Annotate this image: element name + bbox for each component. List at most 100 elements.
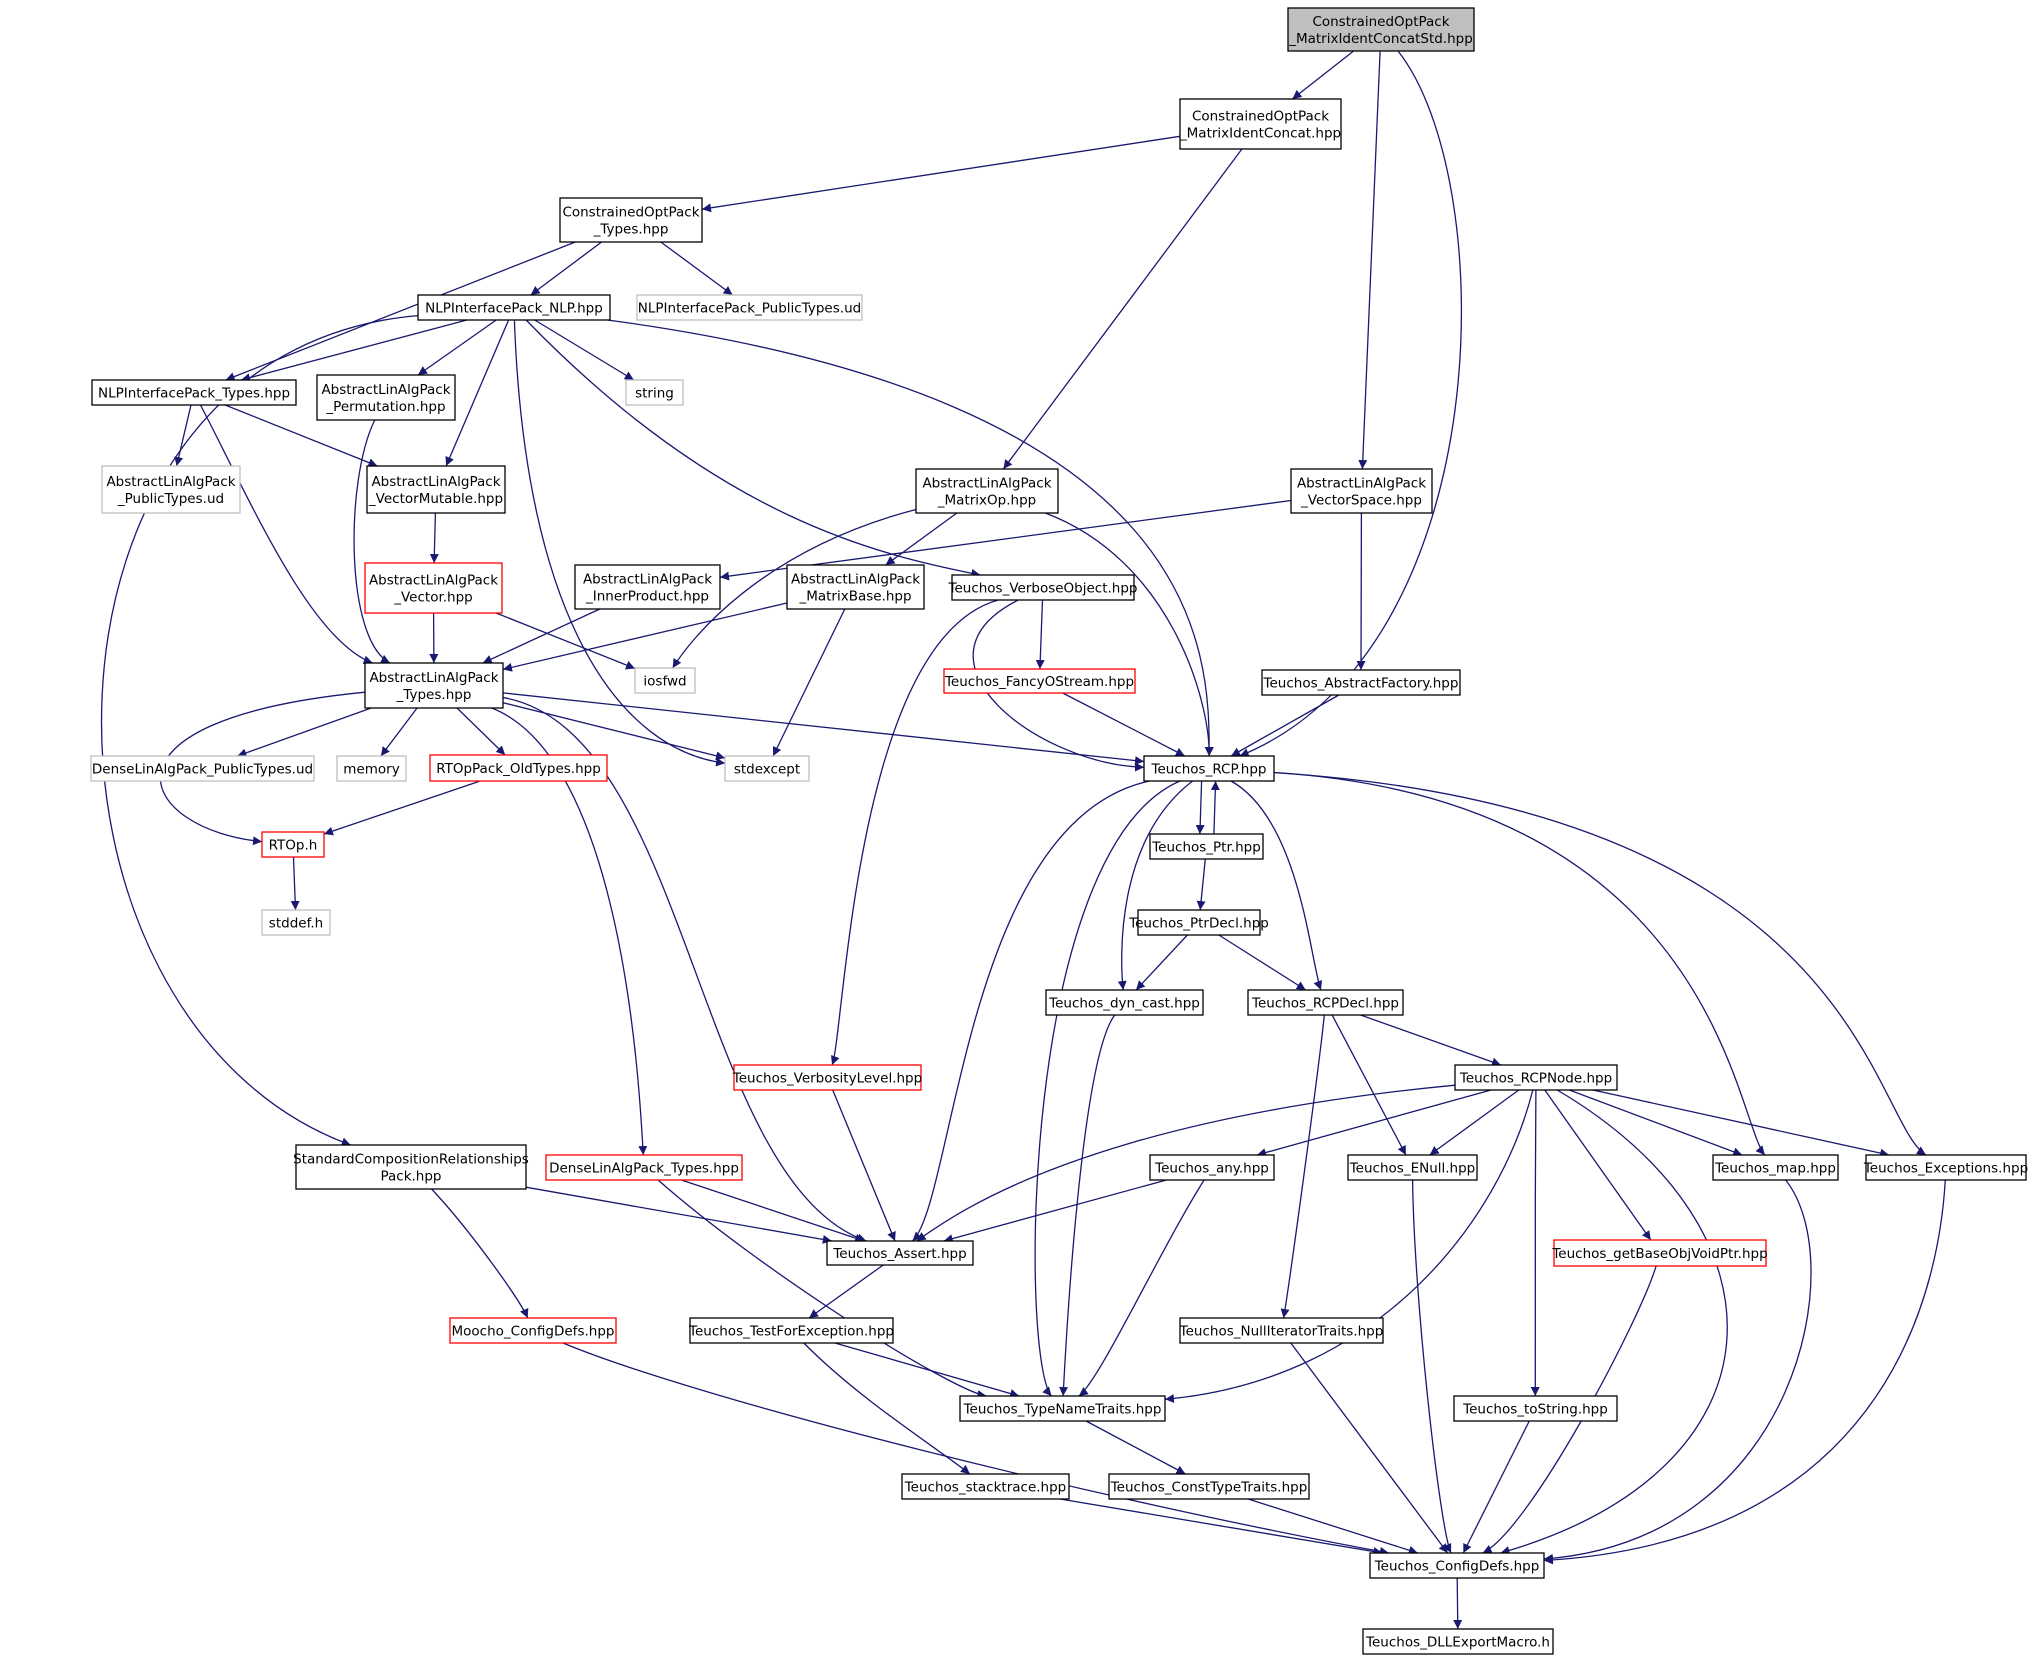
node-label: StandardCompositionRelationships xyxy=(293,1152,529,1168)
node-stdexcept[interactable]: stdexcept xyxy=(724,755,810,782)
edge-rtopold-to-rtoph xyxy=(323,780,481,836)
node-alapub[interactable]: AbstractLinAlgPack_PublicTypes.ud xyxy=(101,465,241,514)
node-verbose[interactable]: Teuchos_VerboseObject.hpp xyxy=(948,574,1138,601)
node-root[interactable]: ConstrainedOptPack_MatrixIdentConcatStd.… xyxy=(1287,7,1475,52)
node-box-stacktrace xyxy=(901,1473,1070,1500)
node-configdefs[interactable]: Teuchos_ConfigDefs.hpp xyxy=(1369,1552,1545,1579)
node-dlpub[interactable]: DenseLinAlgPack_PublicTypes.ud xyxy=(90,755,315,782)
node-box-matop xyxy=(915,468,1059,514)
node-inner[interactable]: AbstractLinAlgPack_InnerProduct.hpp xyxy=(574,564,721,610)
node-alatypes[interactable]: AbstractLinAlgPack_Types.hpp xyxy=(364,662,504,709)
edge-rcpdecl-to-rcpnode xyxy=(1360,1014,1502,1067)
node-matop[interactable]: AbstractLinAlgPack_MatrixOp.hpp xyxy=(915,468,1059,514)
edge-rcpnode-to-enull xyxy=(1429,1089,1520,1156)
node-label: iosfwd xyxy=(643,674,686,690)
edge-layer xyxy=(100,50,1946,1630)
node-nlp[interactable]: NLPInterfacePack_NLP.hpp xyxy=(417,294,611,321)
edge-matop-to-matbase xyxy=(885,512,958,566)
node-box-tostring xyxy=(1453,1395,1618,1422)
node-nlptypes[interactable]: NLPInterfacePack_Types.hpp xyxy=(91,379,297,406)
node-nulliter[interactable]: Teuchos_NullIteratorTraits.hpp xyxy=(1179,1317,1384,1344)
node-box-matbase xyxy=(786,564,925,610)
node-vec[interactable]: AbstractLinAlgPack_Vector.hpp xyxy=(364,562,503,614)
node-box-mic xyxy=(1179,98,1342,150)
edge-dyncast-to-typename xyxy=(1059,1014,1116,1397)
node-label: NLPInterfacePack_PublicTypes.ud xyxy=(638,301,861,317)
node-stddef[interactable]: stddef.h xyxy=(261,909,331,936)
node-box-verbose xyxy=(951,574,1135,601)
edge-rcpdecl-to-nulliter xyxy=(1280,1014,1325,1319)
node-getbase[interactable]: Teuchos_getBaseObjVoidPtr.hpp xyxy=(1551,1239,1768,1267)
node-fancy[interactable]: Teuchos_FancyOStream.hpp xyxy=(943,668,1136,694)
node-rcpdecl[interactable]: Teuchos_RCPDecl.hpp xyxy=(1247,989,1404,1016)
node-dltypes[interactable]: DenseLinAlgPack_Types.hpp xyxy=(545,1154,743,1181)
node-mic[interactable]: ConstrainedOptPack_MatrixIdentConcat.hpp xyxy=(1179,98,1342,150)
node-box-memory xyxy=(336,755,407,782)
node-stacktrace[interactable]: Teuchos_stacktrace.hpp xyxy=(901,1473,1070,1500)
node-ptrdecl[interactable]: Teuchos_PtrDecl.hpp xyxy=(1128,909,1269,936)
node-box-alapub xyxy=(101,465,241,514)
node-box-exceptions xyxy=(1865,1154,2027,1181)
node-label: _MatrixIdentConcatStd.hpp xyxy=(1288,31,1473,47)
edge-alatypes-to-stdexcept xyxy=(502,702,726,761)
node-matbase[interactable]: AbstractLinAlgPack_MatrixBase.hpp xyxy=(786,564,925,610)
edge-verbose-to-rcp xyxy=(972,599,1145,772)
edge-moocho-to-configdefs xyxy=(562,1342,1390,1556)
node-box-any xyxy=(1149,1154,1275,1181)
node-label: Teuchos_any.hpp xyxy=(1154,1161,1269,1177)
node-consttype[interactable]: Teuchos_ConstTypeTraits.hpp xyxy=(1108,1473,1310,1500)
node-copt[interactable]: ConstrainedOptPack_Types.hpp xyxy=(559,197,703,243)
edge-root-to-rcp xyxy=(1239,50,1463,757)
node-verbosity[interactable]: Teuchos_VerbosityLevel.hpp xyxy=(732,1064,922,1091)
node-any[interactable]: Teuchos_any.hpp xyxy=(1149,1154,1275,1181)
node-dllexport[interactable]: Teuchos_DLLExportMacro.h xyxy=(1362,1628,1554,1655)
edge-rcp-to-assert xyxy=(912,780,1150,1242)
node-dyncast[interactable]: Teuchos_dyn_cast.hpp xyxy=(1045,989,1204,1016)
node-label: Teuchos_ENull.hpp xyxy=(1349,1161,1476,1177)
node-label: Teuchos_DLLExportMacro.h xyxy=(1365,1635,1550,1651)
node-typename[interactable]: Teuchos_TypeNameTraits.hpp xyxy=(959,1395,1166,1422)
node-memory[interactable]: memory xyxy=(336,755,407,782)
node-assert[interactable]: Teuchos_Assert.hpp xyxy=(826,1240,974,1266)
edge-rcpnode-to-any xyxy=(1256,1089,1492,1157)
node-label: Teuchos_ConstTypeTraits.hpp xyxy=(1110,1480,1308,1496)
node-box-map xyxy=(1712,1154,1839,1181)
node-vspace[interactable]: AbstractLinAlgPack_VectorSpace.hpp xyxy=(1290,468,1433,514)
node-iosfwd[interactable]: iosfwd xyxy=(634,667,696,694)
node-moocho[interactable]: Moocho_ConfigDefs.hpp xyxy=(449,1317,617,1344)
node-ptr[interactable]: Teuchos_Ptr.hpp xyxy=(1149,833,1264,860)
node-map[interactable]: Teuchos_map.hpp xyxy=(1712,1154,1839,1181)
node-label: AbstractLinAlgPack xyxy=(371,474,500,490)
node-perm[interactable]: AbstractLinAlgPack_Permutation.hpp xyxy=(316,374,456,421)
node-box-alatypes xyxy=(364,662,504,709)
node-label: Teuchos_TypeNameTraits.hpp xyxy=(963,1402,1162,1418)
edge-typename-to-consttype xyxy=(1085,1420,1186,1475)
node-box-perm xyxy=(316,374,456,421)
node-string[interactable]: string xyxy=(625,379,684,406)
node-tostring[interactable]: Teuchos_toString.hpp xyxy=(1453,1395,1618,1422)
node-label: memory xyxy=(343,762,399,778)
node-box-ptrdecl xyxy=(1137,909,1261,936)
node-rcp[interactable]: Teuchos_RCP.hpp xyxy=(1143,755,1275,782)
node-label: _InnerProduct.hpp xyxy=(585,589,709,605)
node-box-rcp xyxy=(1143,755,1275,782)
node-absfact[interactable]: Teuchos_AbstractFactory.hpp xyxy=(1261,669,1461,696)
edge-nlp-to-perm xyxy=(417,319,497,376)
node-rcpnode[interactable]: Teuchos_RCPNode.hpp xyxy=(1454,1064,1618,1091)
node-exceptions[interactable]: Teuchos_Exceptions.hpp xyxy=(1863,1154,2028,1181)
edge-nlp-to-vecmut xyxy=(445,319,510,467)
edge-mic-to-copt xyxy=(701,135,1181,213)
node-testfor[interactable]: Teuchos_TestForException.hpp xyxy=(688,1317,894,1344)
edge-ptr-to-rcp xyxy=(1210,780,1220,835)
node-box-moocho xyxy=(449,1317,617,1344)
edge-vec-to-iosfwd xyxy=(495,612,636,670)
edge-consttype-to-configdefs xyxy=(1248,1498,1418,1555)
node-label: RTOp.h xyxy=(269,838,318,854)
node-label: Teuchos_map.hpp xyxy=(1714,1161,1836,1177)
node-enull[interactable]: Teuchos_ENull.hpp xyxy=(1347,1154,1478,1181)
node-vecmut[interactable]: AbstractLinAlgPack_VectorMutable.hpp xyxy=(366,465,506,514)
node-rtoph[interactable]: RTOp.h xyxy=(261,831,325,858)
node-nlppub[interactable]: NLPInterfacePack_PublicTypes.ud xyxy=(636,294,863,321)
node-rtopold[interactable]: RTOpPack_OldTypes.hpp xyxy=(429,754,608,782)
